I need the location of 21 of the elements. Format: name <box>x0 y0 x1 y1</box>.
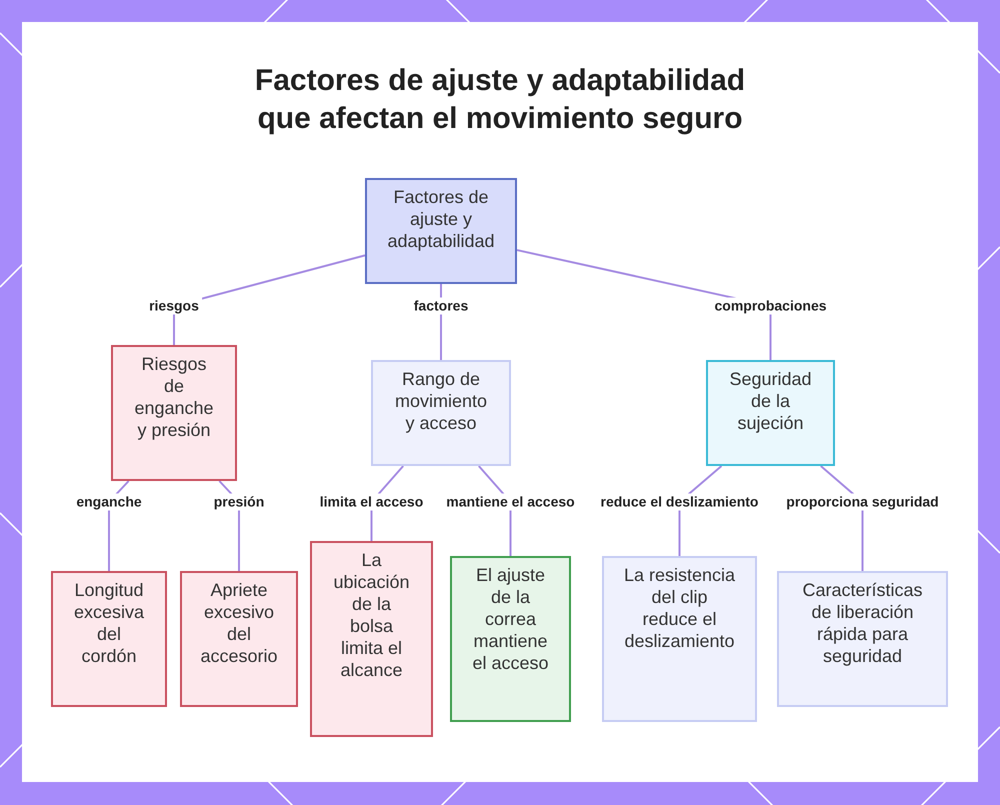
node-text: Longitud excesiva del cordón <box>72 579 146 667</box>
node-text: Factores de ajuste y adaptabilidad <box>386 186 496 252</box>
node-text: La resistencia del clip reduce el deslizamiento <box>623 564 736 652</box>
concept-box <box>777 571 948 707</box>
node-text: Rango de movimiento y acceso <box>394 368 488 434</box>
node-text: La ubicación de la bolsa limita el alcance <box>332 549 411 681</box>
diagram-title: Factores de ajuste y adaptabilidad que afectan el movimiento seguro <box>254 63 746 137</box>
concept-box <box>602 556 757 722</box>
node-text: Apriete excesivo del accesorio <box>199 579 279 667</box>
concept-box <box>180 571 298 707</box>
node-text: Riesgos de enganche y presión <box>133 353 215 441</box>
node-text: El ajuste de la correa mantiene el acceso <box>471 564 550 674</box>
node-text: Características de liberación rápida para seguridad <box>801 579 924 667</box>
node-text: Seguridad de la sujeción <box>728 368 813 434</box>
concept-box <box>51 571 167 707</box>
concept-box <box>450 556 571 722</box>
concept-box <box>706 360 835 466</box>
concept-box <box>371 360 511 466</box>
concept-box <box>365 178 517 284</box>
concept-box <box>111 345 237 481</box>
concept-box <box>310 541 433 737</box>
